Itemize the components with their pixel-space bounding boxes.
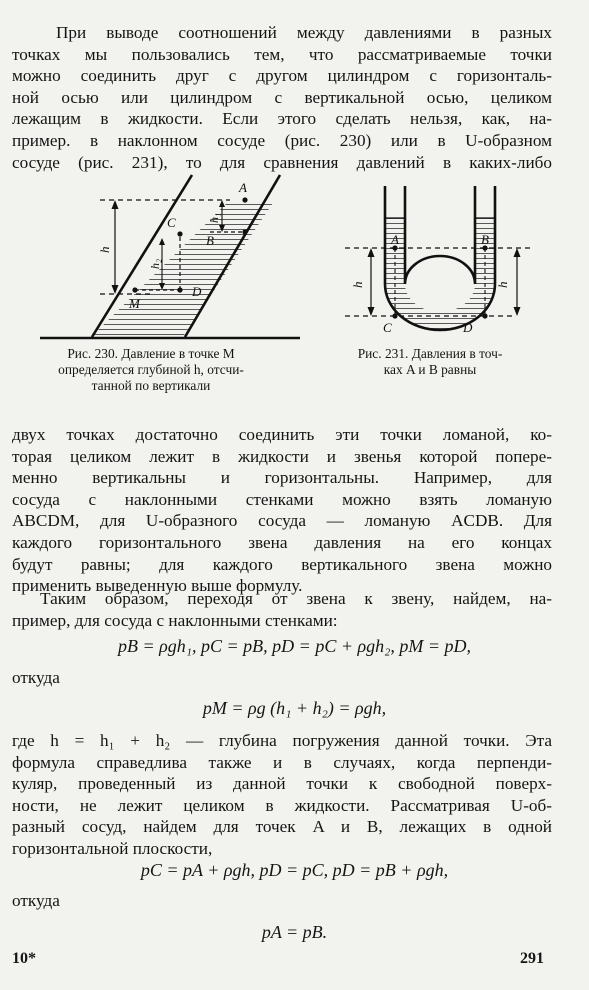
paragraph-4: где h = h₁ + h₂ — глубина погружения дан… (12, 730, 552, 860)
text-line: торая целиком лежит в жидкости и звенья … (12, 446, 552, 466)
caption-line: Рис. 230. Давление в точке M (67, 346, 235, 361)
caption-line: ках A и B равны (383, 362, 477, 377)
formula-3: pC = pA + ρgh, pD = pC, pD = pB + ρgh, (140, 860, 449, 880)
label-h1: h₁ (207, 213, 221, 223)
footer-signature-mark: 10* (12, 950, 36, 967)
label-C: C (167, 215, 176, 230)
label-h-left: h (350, 282, 365, 289)
paragraph-2: двух точках достаточно соединить эти точ… (12, 424, 552, 597)
label-C: C (383, 320, 392, 335)
formula-1: pB = ρgh₁, pC = pB, pD = pC + ρgh₂, pM =… (117, 636, 472, 656)
text-line: Таким образом, переходя от звена к звену… (40, 589, 552, 608)
text-line: сосуда с наклонными стенками можно взять… (12, 489, 552, 509)
text-line: ABCDM, для U-образного сосуда — ломаную … (12, 511, 552, 531)
text-line: применить выведенную выше формулу. (12, 576, 303, 596)
text-line: пример, для сосуда с наклонными стенками… (12, 610, 338, 630)
figure-231-caption: Рис. 231. Давления в точ- ках A и B равн… (320, 346, 540, 378)
text-line: ности, не лежит целиком в жидкости. Расс… (12, 795, 552, 815)
figure-230-inclined-vessel: A B C D M h h₁ h₂ (40, 174, 300, 340)
paragraph-3: Таким образом, переходя от звена к звену… (12, 588, 552, 631)
caption-line: определяется глубиной h, отсчи- (58, 362, 244, 377)
text-line: менно вертикальны и горизонтальны. Напри… (12, 468, 552, 488)
formula-2: pM = ρg (h₁ + h₂) = ρgh, (202, 698, 387, 718)
text-line: разный сосуд, найдем для точек A и B, ле… (12, 817, 552, 837)
text-line: каждого горизонтального звена давления н… (12, 532, 552, 552)
label-B: B (481, 232, 489, 247)
text-line: куляр, проведенный из данной точки к сво… (12, 774, 552, 794)
text-line: горизонтальной плоскости, (12, 838, 213, 858)
text-line: точках мы пользовались тем, что рассматр… (12, 44, 552, 64)
text-line: сосуде (рис. 231), то для сравнения давл… (12, 152, 552, 172)
label-D: D (462, 320, 473, 335)
text-otkuda-1: откуда (12, 668, 60, 687)
text-line: ной осью или цилиндром с вертикальной ос… (12, 87, 552, 107)
figure-230-caption: Рис. 230. Давление в точке M определяетс… (16, 346, 286, 394)
formula-4: pA = pB. (261, 922, 328, 942)
text-line: будут равны; для каждого вертикального з… (12, 554, 552, 574)
label-D: D (191, 284, 202, 299)
text-line: формула справедлива также и в случаях, к… (12, 752, 552, 772)
caption-line: Рис. 231. Давления в точ- (357, 346, 503, 361)
label-A: A (390, 232, 399, 247)
caption-line: танной по вертикали (91, 378, 211, 393)
page-number: 291 (520, 950, 544, 967)
label-B: B (206, 233, 214, 248)
figure-231-u-tube: A B C D h h (345, 186, 530, 335)
text-line: можно соединить друг с другом цилиндром … (12, 66, 552, 86)
label-h2: h₂ (148, 259, 162, 269)
text-otkuda-2: откуда (12, 891, 60, 910)
label-h: h (97, 247, 112, 254)
label-A: A (238, 180, 247, 195)
text-line: пример. в наклонном сосуде (рис. 230) ил… (12, 130, 552, 150)
text-line: двух точках достаточно соединить эти точ… (12, 425, 552, 444)
paragraph-1: При выводе соотношений между давлениями … (12, 22, 552, 173)
label-M: M (128, 296, 141, 311)
label-h-right: h (495, 282, 510, 289)
text-line: где h = h₁ + h₂ — глубина погружения дан… (12, 731, 552, 750)
text-line: При выводе соотношений между давлениями … (56, 23, 552, 42)
text-line: лежащим в жидкости. Если этого сделать н… (12, 109, 552, 129)
